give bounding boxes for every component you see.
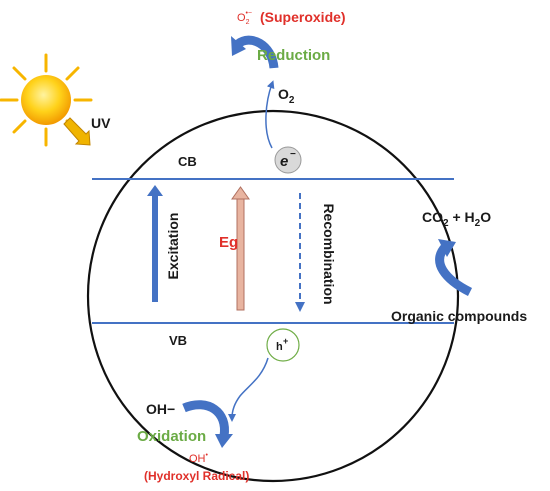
h2o-sub: 2 [475,218,481,229]
superoxide-sub: 2 [246,19,250,26]
svg-text:CO2 + H2O: CO2 + H2O [422,209,491,229]
electron-charge: − [290,149,296,160]
svg-text:O2•−: O2 •− [237,10,252,26]
organic-compounds-label: Organic compounds [391,308,527,324]
hole-label: h [276,341,283,353]
superoxide-base: O [237,12,246,24]
excitation-label: Excitation [165,213,181,280]
uv-label: UV [91,115,111,131]
hole-charge: + [283,336,288,346]
plus-h: + H [449,209,475,225]
hydroxyl-radical-formula: OH• [189,452,209,465]
oxidation-path [182,357,269,448]
semiconductor-particle [86,109,460,483]
o2-base: O [278,86,289,102]
svg-text:O2: O2 [278,86,295,106]
eg-label: Eg [219,234,238,251]
superoxide-name: (Superoxide) [260,9,346,25]
electron-marker: e − [274,146,302,174]
cb-label: CB [178,154,197,169]
co2-h2o-label: CO2 + H2O [422,209,491,229]
recombination-label: Recombination [321,203,337,304]
uv-arrow-icon [63,117,91,146]
oh-minus-label: OH− [146,401,175,417]
hydroxyl-radical-label: (Hydroxyl Radical) [144,469,249,483]
svg-text:OH•: OH• [189,452,209,465]
vb-label: VB [169,333,187,348]
reduction-path [231,35,279,149]
electron-label: e [280,153,288,170]
superoxide-label: O2 •− (Superoxide) [237,9,346,26]
o2-label: O2 [278,86,295,106]
excitation-arrow [147,185,163,302]
hole-marker: h + [266,328,300,362]
oh-radical-sup: • [206,452,209,459]
co2-sub: 2 [443,218,449,229]
oxidation-label: Oxidation [137,428,206,445]
oh-radical-base: OH [189,453,206,465]
recombination-arrow [295,193,305,312]
o2-sub: 2 [289,95,295,106]
h2o-tail: O [480,209,491,225]
reduction-label: Reduction [257,47,330,64]
bandgap-arrow [231,186,250,311]
superoxide-sup: •− [245,10,252,17]
organic-cycle-arrow [435,239,473,297]
co2-base: CO [422,209,443,225]
